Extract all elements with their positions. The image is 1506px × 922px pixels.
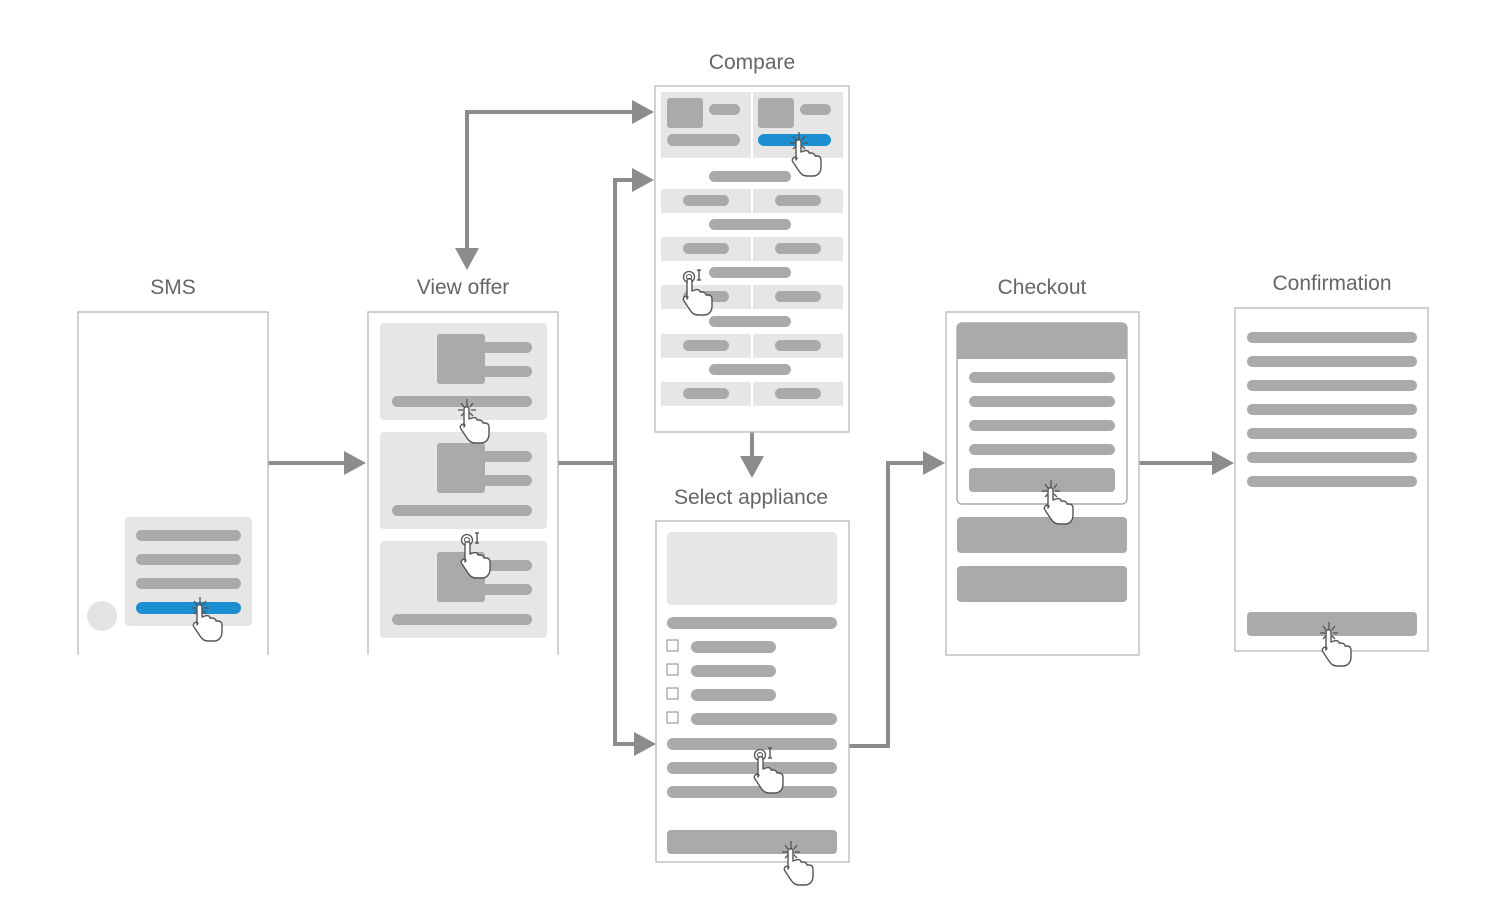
text-line	[1247, 356, 1417, 367]
offer-card[interactable]	[380, 432, 547, 529]
continue-button[interactable]	[667, 830, 837, 854]
checkbox-icon[interactable]	[666, 711, 679, 724]
order-summary-card	[956, 322, 1128, 505]
confirm-order-button[interactable]	[969, 468, 1115, 492]
row-heading	[709, 171, 791, 182]
screen-title-sms: SMS	[150, 276, 196, 299]
text-line	[392, 396, 532, 407]
arrowhead-icon	[740, 456, 764, 478]
text-line	[480, 342, 532, 353]
sms-offer-link[interactable]	[136, 602, 241, 614]
arrowhead-icon	[632, 100, 654, 124]
text-line	[969, 396, 1115, 407]
text-line	[136, 578, 241, 589]
screen-sms: SMS	[77, 276, 269, 655]
screen-title-checkout: Checkout	[998, 276, 1087, 299]
connector-view-offer-branch	[558, 168, 656, 756]
option-label	[691, 689, 776, 701]
appliance-image	[667, 532, 837, 605]
text-line	[1247, 452, 1417, 463]
screen-title-view-offer: View offer	[417, 276, 510, 299]
checkbox-icon[interactable]	[666, 663, 679, 676]
card-header	[957, 323, 1127, 359]
row-heading	[709, 219, 791, 230]
arrowhead-icon	[632, 168, 654, 192]
product-image	[437, 334, 485, 384]
product-image	[667, 98, 703, 128]
text-line	[1247, 380, 1417, 391]
text-line	[480, 584, 532, 595]
select-product-button[interactable]	[758, 134, 831, 146]
checkbox-icon[interactable]	[666, 639, 679, 652]
text-line	[709, 104, 740, 115]
avatar	[87, 601, 117, 631]
screen-checkout: Checkout	[945, 276, 1140, 656]
connector-compare-to-select-appliance	[740, 432, 764, 478]
arrowhead-icon	[1212, 451, 1234, 475]
text-line	[667, 786, 837, 798]
row-heading	[709, 316, 791, 327]
sms-message-bubble	[125, 517, 252, 626]
option-label	[691, 641, 776, 653]
text-line	[480, 451, 532, 462]
text-line	[480, 475, 532, 486]
text-line	[136, 554, 241, 565]
screen-title-select-appliance: Select appliance	[674, 486, 828, 509]
option-label	[691, 665, 776, 677]
connector-checkout-to-confirmation	[1139, 451, 1234, 475]
row-heading	[709, 364, 791, 375]
arrowhead-icon	[344, 451, 366, 475]
connector-select-appliance-to-checkout	[849, 451, 945, 748]
offer-card[interactable]	[380, 541, 547, 638]
text-line	[136, 530, 241, 541]
checkbox-icon[interactable]	[666, 687, 679, 700]
arrowhead-icon	[634, 732, 656, 756]
done-button[interactable]	[1247, 612, 1417, 636]
screen-confirmation: Confirmation	[1234, 272, 1429, 667]
text-line	[667, 738, 837, 750]
text-line	[800, 104, 831, 115]
comparison-table	[661, 171, 843, 406]
text-line	[667, 617, 837, 629]
connector-view-offer-compare-top	[455, 100, 654, 270]
product-image	[758, 98, 794, 128]
text-line	[969, 372, 1115, 383]
text-line	[1247, 476, 1417, 487]
offer-card[interactable]	[380, 323, 547, 420]
text-line	[1247, 332, 1417, 343]
text-line	[667, 134, 740, 146]
connector-sms-to-view-offer	[268, 451, 366, 475]
text-line	[392, 614, 532, 625]
payment-option-button[interactable]	[957, 517, 1127, 553]
arrowhead-icon	[923, 451, 945, 475]
screen-title-confirmation: Confirmation	[1272, 272, 1391, 295]
text-line	[1247, 404, 1417, 415]
compare-product-header	[661, 92, 843, 158]
screen-compare: Compare	[654, 51, 850, 433]
arrowhead-icon	[455, 248, 479, 270]
text-line	[480, 560, 532, 571]
option-label	[691, 713, 837, 725]
screen-select-appliance: Select appliance	[655, 486, 850, 886]
product-image	[437, 443, 485, 493]
text-line	[1247, 428, 1417, 439]
text-line	[480, 366, 532, 377]
screen-view-offer: View offer	[367, 276, 559, 655]
text-line	[667, 762, 837, 774]
text-line	[969, 444, 1115, 455]
text-line	[969, 420, 1115, 431]
screen-title-compare: Compare	[709, 51, 795, 74]
payment-option-button[interactable]	[957, 566, 1127, 602]
row-heading	[709, 267, 791, 278]
text-line	[392, 505, 532, 516]
